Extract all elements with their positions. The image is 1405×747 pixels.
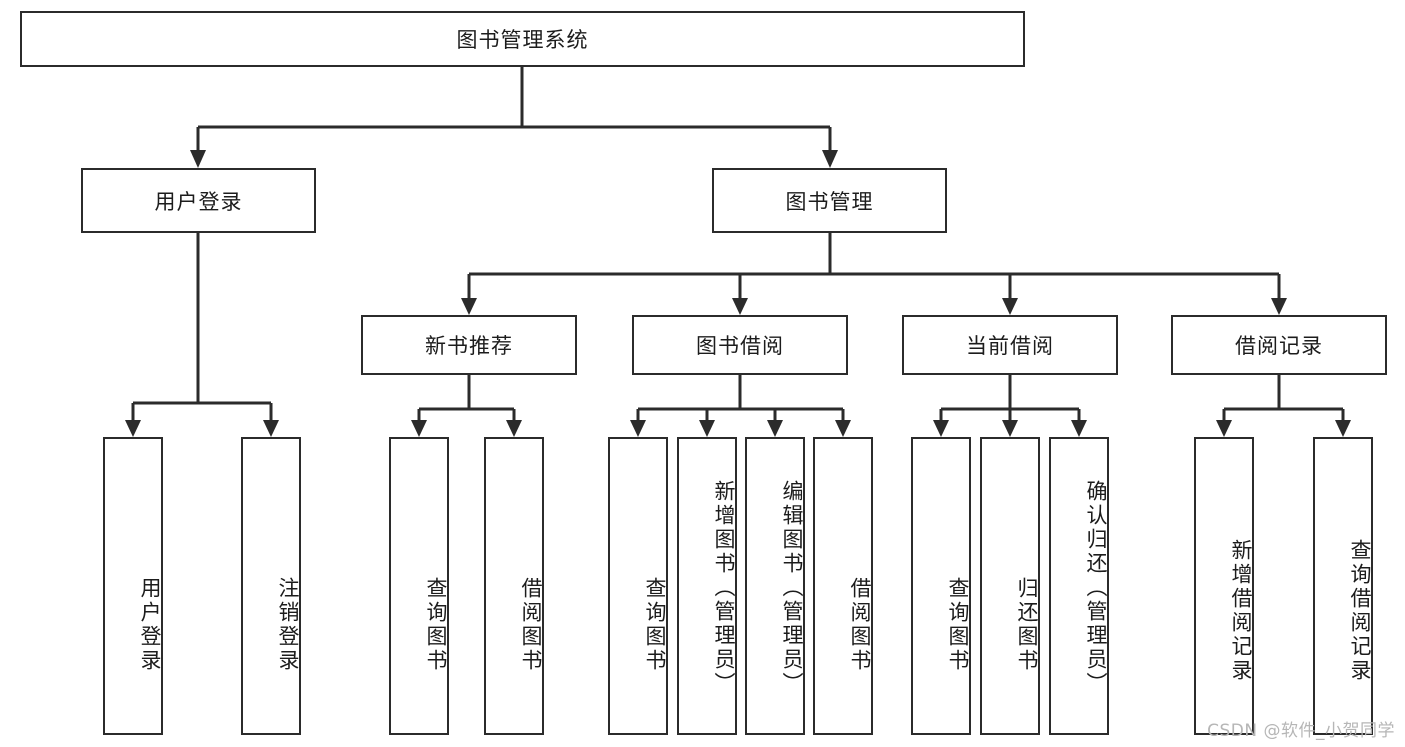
node-label: 用户登录 — [138, 577, 162, 673]
node-label: 查询借阅记录 — [1348, 539, 1372, 683]
node-label: 图书管理 — [785, 189, 874, 214]
node-label: 注销登录 — [276, 577, 300, 673]
node-label: 查询图书 — [424, 577, 448, 673]
node-label: 图书借阅 — [696, 334, 784, 358]
node-label: 借阅图书 — [519, 577, 543, 673]
leaf-recommend-query-book[interactable]: 查询图书 — [389, 437, 449, 735]
node-label: 查询图书 — [946, 577, 970, 673]
node-label: 新增借阅记录 — [1229, 539, 1253, 683]
leaf-current-query-book[interactable]: 查询图书 — [911, 437, 971, 735]
node-label: 借阅记录 — [1235, 334, 1323, 358]
node-label: 新书推荐 — [425, 334, 513, 358]
node-label: 借阅图书 — [848, 577, 872, 673]
leaf-recommend-borrow-book[interactable]: 借阅图书 — [484, 437, 544, 735]
node-current-borrow[interactable]: 当前借阅 — [902, 315, 1118, 375]
node-label: 图书管理系统 — [456, 28, 589, 52]
node-label: 当前借阅 — [966, 334, 1054, 358]
leaf-record-add-record[interactable]: 新增借阅记录 — [1194, 437, 1254, 735]
node-label: 用户登录 — [154, 189, 243, 214]
node-book-borrow[interactable]: 图书借阅 — [632, 315, 848, 375]
leaf-record-query-record[interactable]: 查询借阅记录 — [1313, 437, 1373, 735]
node-label: 归还图书 — [1015, 577, 1039, 673]
leaf-borrow-edit-book-admin[interactable]: 编辑图书（管理员） — [745, 437, 805, 735]
node-root-system[interactable]: 图书管理系统 — [20, 11, 1025, 67]
leaf-user-login-signout[interactable]: 注销登录 — [241, 437, 301, 735]
node-book-management[interactable]: 图书管理 — [712, 168, 947, 233]
node-label: 新增图书（管理员） — [712, 480, 736, 696]
leaf-current-confirm-return-admin[interactable]: 确认归还（管理员） — [1049, 437, 1109, 735]
leaf-current-return-book[interactable]: 归还图书 — [980, 437, 1040, 735]
node-borrow-record[interactable]: 借阅记录 — [1171, 315, 1387, 375]
node-new-book-recommend[interactable]: 新书推荐 — [361, 315, 577, 375]
node-user-login[interactable]: 用户登录 — [81, 168, 316, 233]
leaf-borrow-borrow-book[interactable]: 借阅图书 — [813, 437, 873, 735]
node-label: 确认归还（管理员） — [1084, 480, 1108, 696]
leaf-user-login-signin[interactable]: 用户登录 — [103, 437, 163, 735]
leaf-borrow-add-book-admin[interactable]: 新增图书（管理员） — [677, 437, 737, 735]
leaf-borrow-query-book[interactable]: 查询图书 — [608, 437, 668, 735]
node-label: 编辑图书（管理员） — [780, 480, 804, 696]
node-label: 查询图书 — [643, 577, 667, 673]
watermark-text: CSDN @软件_小贺同学 — [1207, 721, 1395, 741]
